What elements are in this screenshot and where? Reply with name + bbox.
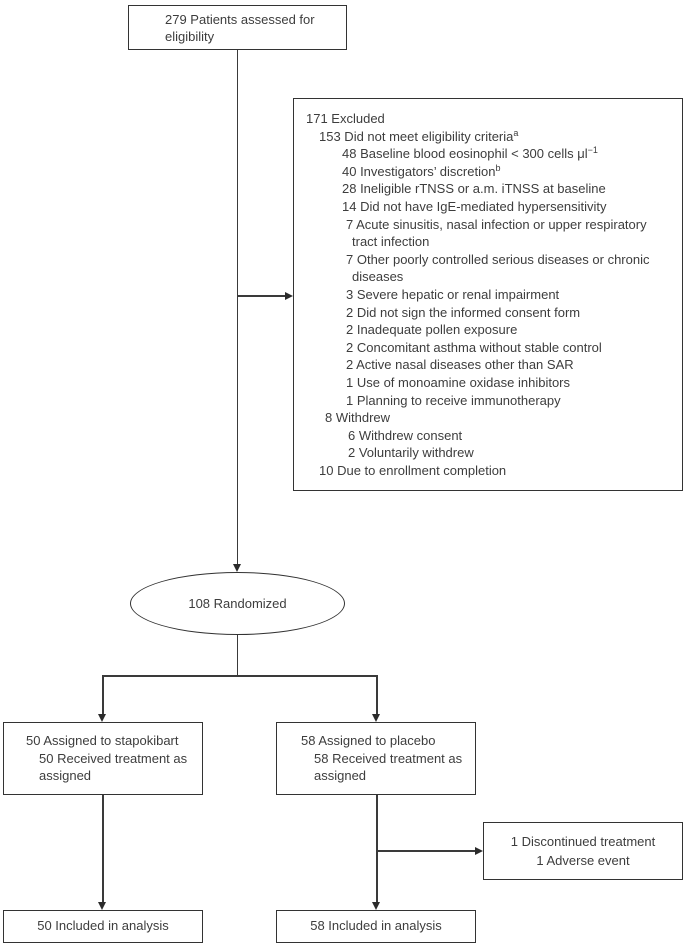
excluded-line-text: 7 Acute sinusitis, nasal infection or up… <box>346 216 647 250</box>
excluded-line-text: 1 Planning to receive immunotherapy <box>346 392 561 408</box>
excluded-line-text: 153 Did not meet eligibility criteria <box>319 128 514 144</box>
excluded-reason-line: 2 Active nasal diseases other than SAR <box>306 356 674 374</box>
stapokibart-received-text: 50 Received treatment as assigned <box>39 750 188 784</box>
excluded-line-text: 2 Concomitant asthma without stable cont… <box>346 339 602 355</box>
arrowhead-into-discontinued <box>475 846 483 855</box>
superscript-exponent: −1 <box>587 145 598 156</box>
excluded-line-text: 10 Due to enrollment completion <box>319 462 507 478</box>
excluded-reason-line: 3 Severe hepatic or renal impairment <box>306 286 674 304</box>
stapokibart-analysis-text: 50 Included in analysis <box>37 918 169 933</box>
adverse-event-text: 1 Adverse event <box>536 852 630 868</box>
excluded-line-text: 2 Did not sign the informed consent form <box>346 304 581 320</box>
footnote-marker-a: a <box>513 127 519 138</box>
arrowhead-into-stapokibart <box>98 714 107 722</box>
split-line <box>102 675 378 677</box>
excluded-reason-line: 153 Did not meet eligibility criteriaa <box>306 128 674 146</box>
discontinued-box: 1 Discontinued treatment 1 Adverse event <box>483 822 683 880</box>
assessed-eligibility-box: 279 Patients assessed for eligibility <box>128 5 347 50</box>
connector-to-discontinued <box>376 850 476 852</box>
excluded-reason-line: 2 Inadequate pollen exposure <box>306 321 674 339</box>
arrowhead-into-placebo <box>372 714 381 722</box>
excluded-line-text: 3 Severe hepatic or renal impairment <box>346 286 560 302</box>
withdrew-line: 8 Withdrew <box>306 409 674 427</box>
connector-split-to-stapokibart <box>102 675 104 714</box>
excluded-line-text: 28 Ineligible rTNSS or a.m. iTNSS at bas… <box>342 181 606 197</box>
discontinued-treatment-text: 1 Discontinued treatment <box>510 834 656 849</box>
excluded-line-text: 7 Other poorly controlled serious diseas… <box>346 251 650 285</box>
excluded-line-text: 1 Use of monoamine oxidase inhibitors <box>346 374 571 390</box>
excluded-line-text: 2 Voluntarily withdrew <box>348 445 474 461</box>
excluded-reason-line: 40 Investigators’ discretionb <box>306 163 674 181</box>
excluded-line-text: 48 Baseline blood eosinophil < 300 cells… <box>342 146 588 162</box>
excluded-line-text: 40 Investigators’ discretion <box>342 163 496 179</box>
enrollment-completion-line: 10 Due to enrollment completion <box>306 462 674 480</box>
arrowhead-into-excluded <box>285 291 293 300</box>
excluded-reason-line: 48 Baseline blood eosinophil < 300 cells… <box>306 145 674 163</box>
randomized-oval: 108 Randomized <box>130 572 345 635</box>
stapokibart-arm-box: 50 Assigned to stapokibart 50 Received t… <box>3 722 203 795</box>
excluded-reason-line: 28 Ineligible rTNSS or a.m. iTNSS at bas… <box>306 180 674 198</box>
connector-stapokibart-to-analysis <box>102 795 104 902</box>
connector-split-to-placebo <box>376 675 378 714</box>
excluded-reason-line: 14 Did not have IgE-mediated hypersensit… <box>306 198 674 216</box>
placebo-assigned-text: 58 Assigned to placebo <box>301 733 436 748</box>
stapokibart-assigned-text: 50 Assigned to stapokibart <box>26 733 179 748</box>
excluded-line-text: 2 Active nasal diseases other than SAR <box>346 357 574 373</box>
excluded-line-text: 171 Excluded <box>306 111 385 126</box>
excluded-reason-line: 1 Use of monoamine oxidase inhibitors <box>306 374 674 392</box>
excluded-total-line: 171 Excluded <box>306 110 674 128</box>
excluded-line-text: 14 Did not have IgE-mediated hypersensit… <box>342 198 607 214</box>
connector-placebo-to-analysis <box>376 795 378 902</box>
assessed-eligibility-text: 279 Patients assessed for eligibility <box>165 12 315 44</box>
arrowhead-into-stapokibart-analysis <box>98 902 107 910</box>
excluded-box: 171 Excluded 153 Did not meet eligibilit… <box>293 98 683 491</box>
stapokibart-analysis-box: 50 Included in analysis <box>3 910 203 943</box>
placebo-received-text: 58 Received treatment as assigned <box>314 750 463 784</box>
excluded-reason-line: 2 Did not sign the informed consent form <box>306 304 674 322</box>
connector-assessed-to-randomized <box>236 50 238 564</box>
placebo-analysis-box: 58 Included in analysis <box>276 910 476 943</box>
connector-randomized-to-split <box>236 635 238 676</box>
excluded-reason-line: 7 Acute sinusitis, nasal infection or up… <box>306 216 674 251</box>
excluded-line-text: 8 Withdrew <box>325 410 391 426</box>
withdrew-reason-line: 2 Voluntarily withdrew <box>306 444 674 462</box>
footnote-marker-b: b <box>495 162 501 173</box>
excluded-reason-line: 1 Planning to receive immunotherapy <box>306 392 674 410</box>
excluded-reason-line: 7 Other poorly controlled serious diseas… <box>306 251 674 286</box>
placebo-arm-box: 58 Assigned to placebo 58 Received treat… <box>276 722 476 795</box>
arrowhead-into-randomized <box>232 564 241 572</box>
excluded-line-text: 6 Withdrew consent <box>348 427 463 443</box>
excluded-reason-line: 2 Concomitant asthma without stable cont… <box>306 339 674 357</box>
connector-to-excluded <box>237 295 285 297</box>
randomized-text: 108 Randomized <box>188 596 287 611</box>
placebo-analysis-text: 58 Included in analysis <box>310 918 442 933</box>
withdrew-reason-line: 6 Withdrew consent <box>306 427 674 445</box>
arrowhead-into-placebo-analysis <box>372 902 381 910</box>
excluded-line-text: 2 Inadequate pollen exposure <box>346 322 518 338</box>
